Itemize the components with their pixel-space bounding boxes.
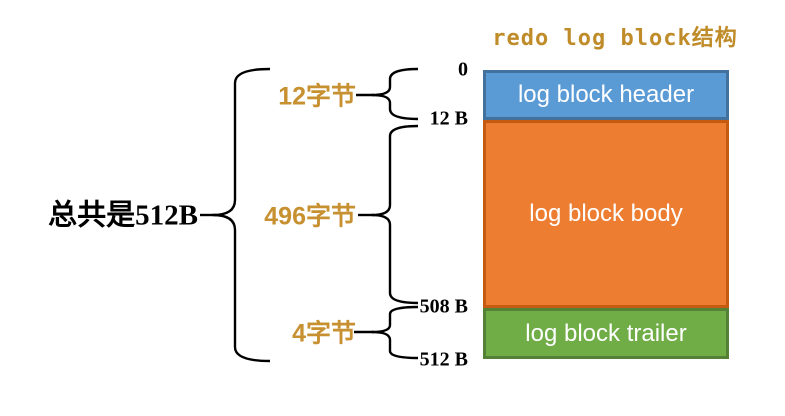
diagram-title: redo log block结构	[492, 26, 738, 51]
header-brace-icon	[370, 67, 419, 121]
log-block-trailer: log block trailer	[483, 308, 729, 359]
offset-label-0: 0	[458, 58, 468, 81]
size-label-body: 496字节	[264, 202, 356, 231]
total-size-label: 总共是512B	[48, 199, 198, 232]
block-stack: log block header log block body log bloc…	[483, 70, 729, 359]
total-brace-icon	[211, 67, 271, 363]
log-block-header: log block header	[483, 70, 729, 120]
size-label-header: 12字节	[278, 82, 356, 111]
body-brace-icon	[370, 124, 419, 305]
trailer-brace-icon	[370, 305, 419, 360]
offset-label-512b: 512 B	[419, 348, 468, 371]
offset-label-12b: 12 B	[429, 107, 468, 130]
offset-label-508b: 508 B	[419, 295, 468, 318]
size-label-trailer: 4字节	[292, 319, 356, 348]
log-block-body: log block body	[483, 120, 729, 308]
